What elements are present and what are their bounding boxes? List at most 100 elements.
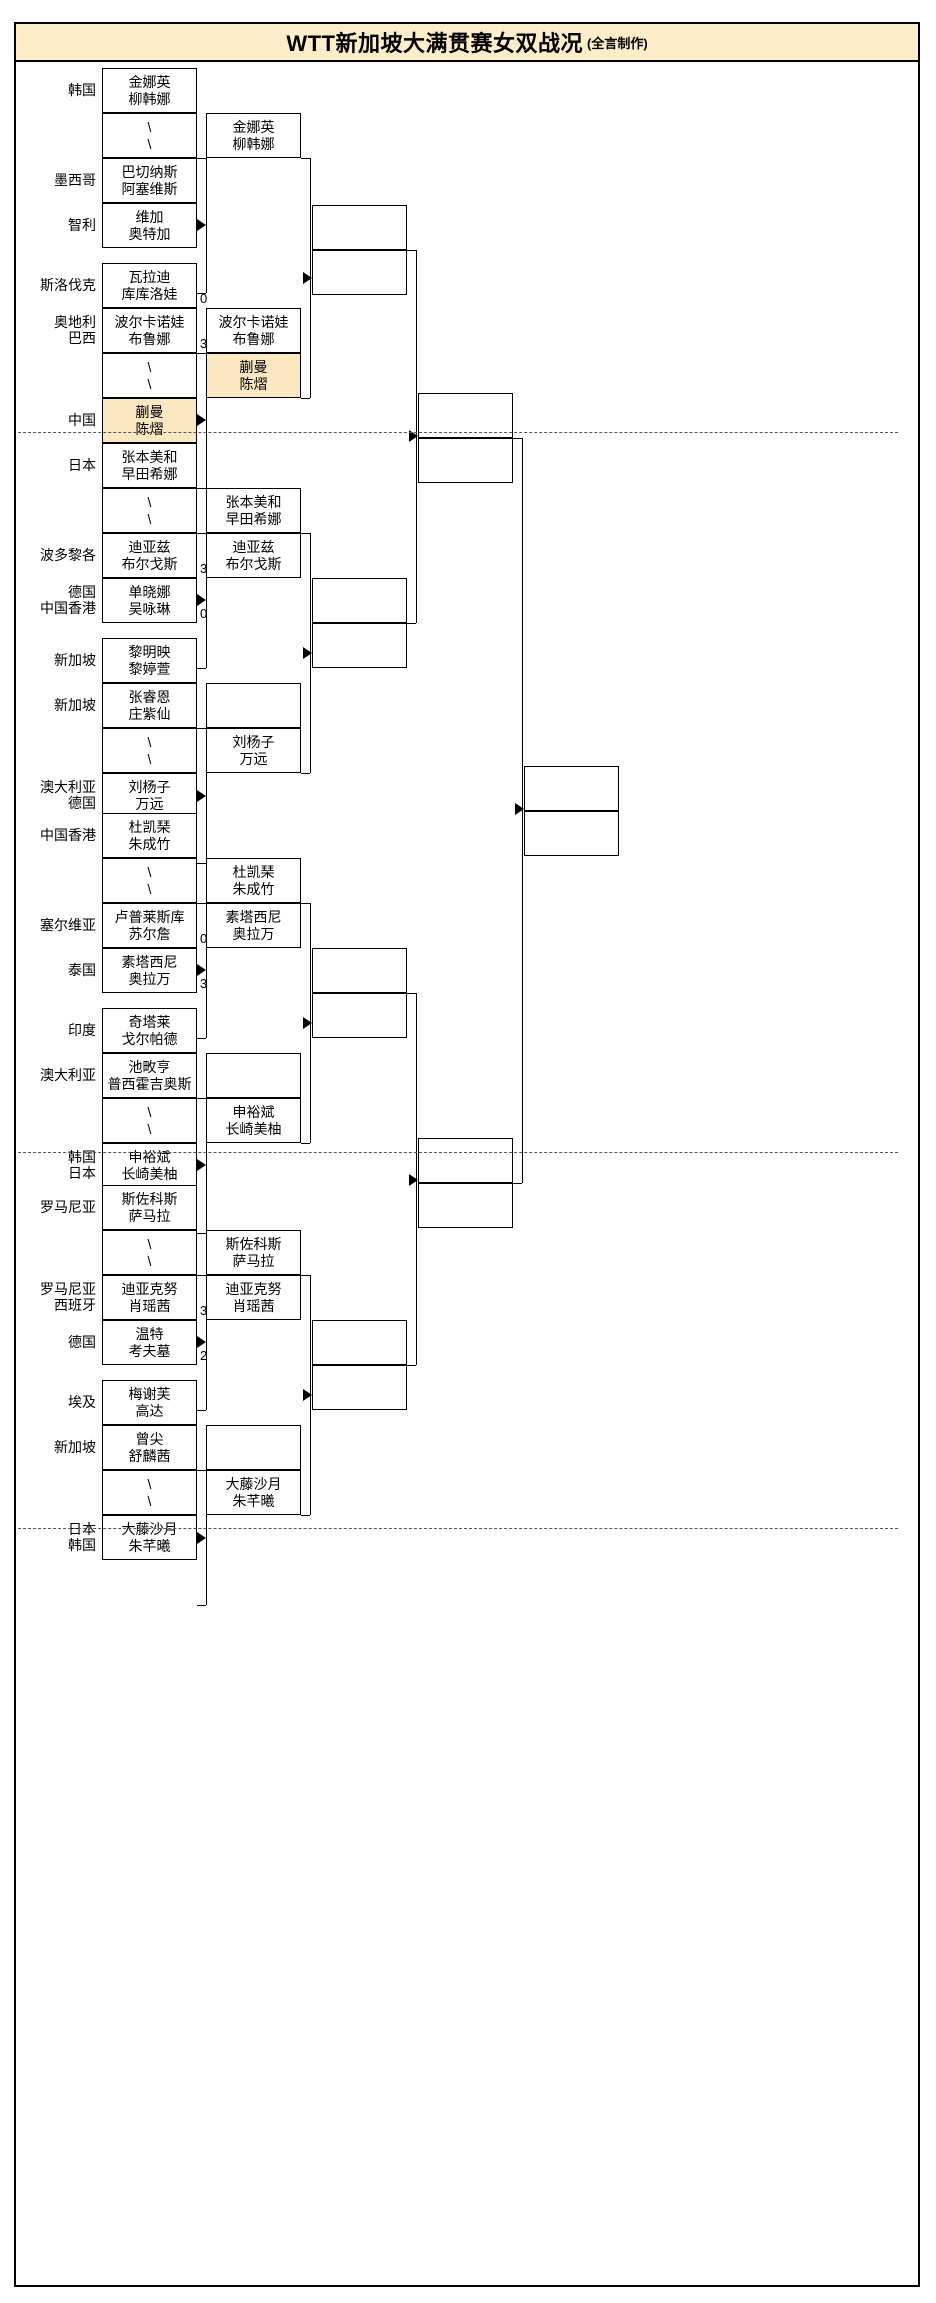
r2-box-7[interactable]: 刘杨子万远 [206, 728, 301, 773]
player-name: 申裕斌 [128, 1149, 171, 1166]
r2-box-9[interactable]: 素塔西尼奥拉万 [206, 903, 301, 948]
connector-h [407, 623, 416, 624]
r1-box-24[interactable]: 申裕斌长崎美柚 [102, 1143, 197, 1188]
r3-box-4[interactable] [312, 623, 407, 668]
r2-box-6[interactable] [206, 683, 301, 728]
r1-box-13[interactable]: 黎明映黎婷萱 [102, 638, 197, 683]
player-name: 布尔戈斯 [225, 555, 282, 572]
country-label: 韩国 [68, 1537, 96, 1554]
connector-h [407, 993, 416, 994]
r3-box-7[interactable] [312, 1320, 407, 1365]
r1-box-10[interactable]: \\ [102, 488, 197, 533]
r1-box-7[interactable]: \\ [102, 353, 197, 398]
r2-box-14[interactable] [206, 1425, 301, 1470]
r1-box-26[interactable]: \\ [102, 1230, 197, 1275]
country-4: 智利 [18, 217, 96, 234]
r1-box-12[interactable]: 单晓娜吴咏琳 [102, 578, 197, 623]
r2-box-8[interactable]: 杜凯琹朱成竹 [206, 858, 301, 903]
country-label: 德国 [68, 795, 96, 812]
r1-box-5[interactable]: 瓦拉迪库库洛娃 [102, 263, 197, 308]
r1-box-14[interactable]: 张睿恩庄紫仙 [102, 683, 197, 728]
connector-arrow [197, 790, 206, 802]
r5-box-1[interactable] [524, 766, 619, 811]
r2-box-15[interactable]: 大藤沙月朱芊曦 [206, 1470, 301, 1515]
r4-box-3[interactable] [418, 1138, 513, 1183]
r1-box-30[interactable]: 曾尖舒麟茜 [102, 1425, 197, 1470]
country-28: 德国 [18, 1334, 96, 1351]
r1-box-29[interactable]: 梅谢芙高达 [102, 1380, 197, 1425]
player-name: 布鲁娜 [128, 330, 171, 347]
r1-box-21[interactable]: 奇塔莱戈尔帕德 [102, 1008, 197, 1053]
connector-h [197, 158, 206, 159]
r1-box-11[interactable]: 迪亚兹布尔戈斯 [102, 533, 197, 578]
r2-box-12[interactable]: 斯佐科斯萨马拉 [206, 1230, 301, 1275]
player-name: \ [147, 1476, 152, 1493]
player-name: 张本美和 [121, 449, 178, 466]
r3-box-8[interactable] [312, 1365, 407, 1410]
r1-box-3[interactable]: 巴切纳斯阿塞维斯 [102, 158, 197, 203]
r4-box-4[interactable] [418, 1183, 513, 1228]
r2-box-11[interactable]: 申裕斌长崎美柚 [206, 1098, 301, 1143]
connector-v [206, 903, 207, 1038]
player-name: 朱成竹 [232, 880, 275, 897]
player-name: 斯佐科斯 [121, 1191, 178, 1208]
connector-h [197, 863, 206, 864]
country-8: 中国 [18, 412, 96, 429]
country-3: 墨西哥 [18, 172, 96, 189]
player-name: 苏尔詹 [128, 925, 171, 942]
player-name: 曾尖 [135, 1431, 164, 1448]
r4-box-2[interactable] [418, 438, 513, 483]
player-name: \ [147, 119, 152, 136]
r2-box-2[interactable]: 波尔卡诺娃布鲁娜 [206, 308, 301, 353]
r3-box-3[interactable] [312, 578, 407, 623]
score-5: 0 [200, 291, 208, 306]
r2-box-5[interactable]: 迪亚兹布尔戈斯 [206, 533, 301, 578]
player-name: \ [147, 375, 152, 392]
r1-box-32[interactable]: 大藤沙月朱芊曦 [102, 1515, 197, 1560]
player-name: \ [147, 510, 152, 527]
player-name: 奥拉万 [232, 925, 275, 942]
player-name: 万远 [239, 750, 268, 767]
r1-box-19[interactable]: 卢普莱斯库苏尔詹 [102, 903, 197, 948]
r3-box-1[interactable] [312, 205, 407, 250]
country-label: 澳大利亚 [40, 778, 96, 795]
r1-box-25[interactable]: 斯佐科斯萨马拉 [102, 1185, 197, 1230]
r1-box-15[interactable]: \\ [102, 728, 197, 773]
r2-box-13[interactable]: 迪亚克努肖瑶茜 [206, 1275, 301, 1320]
r1-box-20[interactable]: 素塔西尼奥拉万 [102, 948, 197, 993]
connector-h [301, 1143, 310, 1144]
r4-box-1[interactable] [418, 393, 513, 438]
country-19: 塞尔维亚 [18, 917, 96, 934]
r1-box-17[interactable]: 杜凯琹朱成竹 [102, 813, 197, 858]
country-9: 日本 [18, 457, 96, 474]
r5-box-2[interactable] [524, 811, 619, 856]
r2-box-1[interactable]: 金娜英柳韩娜 [206, 113, 301, 158]
r1-box-18[interactable]: \\ [102, 858, 197, 903]
player-name: 单晓娜 [128, 584, 171, 601]
connector-h [197, 903, 206, 904]
r1-box-22[interactable]: 池畋亨普西霍吉奥斯 [102, 1053, 197, 1098]
r2-box-4[interactable]: 张本美和早田希娜 [206, 488, 301, 533]
r1-box-4[interactable]: 维加奥特加 [102, 203, 197, 248]
r3-box-6[interactable] [312, 993, 407, 1038]
r1-box-9[interactable]: 张本美和早田希娜 [102, 443, 197, 488]
r2-box-10[interactable] [206, 1053, 301, 1098]
r1-box-8[interactable]: 蒯曼陈熠 [102, 398, 197, 443]
r1-box-23[interactable]: \\ [102, 1098, 197, 1143]
player-name: 普西霍吉奥斯 [107, 1075, 192, 1092]
r1-box-16[interactable]: 刘杨子万远 [102, 773, 197, 818]
r3-box-2[interactable] [312, 250, 407, 295]
r2-box-3[interactable]: 蒯曼陈熠 [206, 353, 301, 398]
r1-box-1[interactable]: 金娜英柳韩娜 [102, 68, 197, 113]
r3-box-5[interactable] [312, 948, 407, 993]
r1-box-31[interactable]: \\ [102, 1470, 197, 1515]
r1-box-28[interactable]: 温特考夫墓 [102, 1320, 197, 1365]
r1-box-27[interactable]: 迪亚克努肖瑶茜 [102, 1275, 197, 1320]
r1-box-6[interactable]: 波尔卡诺娃布鲁娜 [102, 308, 197, 353]
country-label: 罗马尼亚 [40, 1280, 96, 1297]
player-name: 温特 [135, 1326, 164, 1343]
connector-arrow [303, 272, 312, 284]
r1-box-2[interactable]: \\ [102, 113, 197, 158]
country-22: 澳大利亚 [18, 1067, 96, 1084]
connector-arrow [197, 1336, 206, 1348]
